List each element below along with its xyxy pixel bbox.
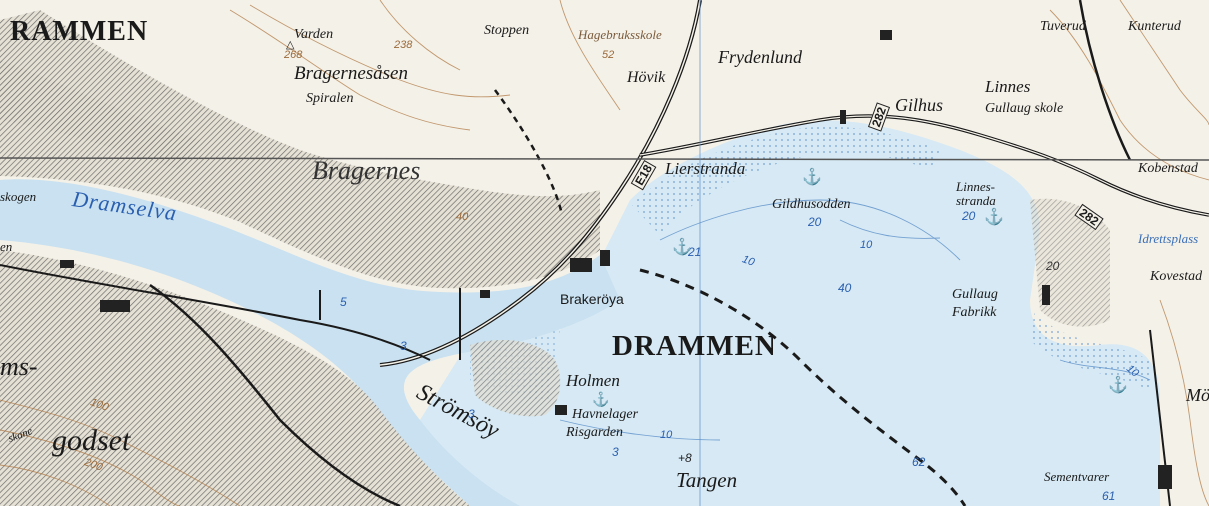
label-mo: Mö <box>1186 385 1209 405</box>
anchor-icon: ⚓ <box>672 239 692 256</box>
depth-3-a: 3 <box>400 339 407 353</box>
depth-20-a: 20 <box>808 215 822 229</box>
label-spiralen: Spiralen <box>306 91 354 106</box>
elevation-268: 268 <box>284 49 303 61</box>
label-godset: godset <box>52 424 131 457</box>
depth-21: 21 <box>688 245 702 259</box>
depth-contours <box>559 199 1151 441</box>
urban-stromso <box>0 250 470 506</box>
label-tuverud: Tuverud <box>1040 19 1086 34</box>
depth-61: 61 <box>1102 489 1116 503</box>
depth-10-b: 10 <box>860 239 873 251</box>
label-bragernes: Bragernes <box>312 156 421 185</box>
label-drammen: DRAMMEN <box>612 330 777 362</box>
buildings <box>60 30 1172 489</box>
label-gilhus: Gilhus <box>895 95 944 115</box>
fjord-water <box>420 120 1160 506</box>
label-stoppen: Stoppen <box>484 23 530 38</box>
label-havnelager: Havnelager <box>572 407 639 422</box>
depth-3-c: 3 <box>612 445 619 459</box>
label-sementvarer: Sementvarer <box>1044 469 1110 484</box>
label-rammen: RAMMEN <box>10 16 149 47</box>
urban-bragernes <box>0 10 600 289</box>
depth-5: 5 <box>340 295 347 309</box>
label-varden: Varden <box>294 27 334 42</box>
label-ms: ms- <box>0 352 38 381</box>
label-lierstranda: Lierstranda <box>665 159 746 178</box>
label-gullaug-skole: Gullaug skole <box>985 101 1064 116</box>
label-en: en <box>0 239 13 254</box>
river-dramselva <box>0 179 620 506</box>
label-frydenlund: Frydenlund <box>718 47 802 67</box>
label-linnes: Linnes <box>985 77 1031 96</box>
holmen-island <box>470 340 561 417</box>
elevation-238: 238 <box>394 39 413 51</box>
label-hovik: Hövik <box>627 69 666 86</box>
label-kobenstad: Kobenstad <box>1138 161 1198 176</box>
depth-40: 40 <box>838 281 852 295</box>
label-risgarden: Risgarden <box>566 425 624 440</box>
label-gullaug-fabrikk: Gullaug Fabrikk <box>952 287 998 320</box>
depth-20-b: 20 <box>962 209 976 223</box>
anchor-icon: ⚓ <box>802 169 822 186</box>
label-holmen: Holmen <box>566 371 620 390</box>
label-idrettsplass: Idrettsplass <box>1138 231 1199 246</box>
label-kovestad: Kovestad <box>1150 269 1203 284</box>
depth-8: +8 <box>678 451 692 465</box>
label-tangen: Tangen <box>676 468 738 492</box>
anchor-icon: ⚓ <box>1108 377 1128 394</box>
depth-10-c: 10 <box>660 429 673 441</box>
depth-20-c: 20 <box>1046 259 1060 273</box>
label-gildhusodden: Gildhusodden <box>772 197 851 212</box>
elevation-52: 52 <box>602 49 615 61</box>
anchor-icon: ⚓ <box>984 209 1004 226</box>
label-kunterud: Kunterud <box>1128 19 1181 34</box>
boundary-line <box>639 268 967 506</box>
triangulation-point-icon: △ <box>286 39 295 51</box>
label-skogen: skogen <box>0 189 37 204</box>
depth-62: 62 <box>912 455 926 469</box>
depth-3-b: 3 <box>468 407 475 421</box>
label-linnesstranda: Linnes- stranda <box>956 179 996 209</box>
contour-40: 40 <box>456 211 469 223</box>
label-brakeroya: Brakeröya <box>560 291 624 307</box>
label-bragernesasen: Bragernesåsen <box>294 63 408 84</box>
label-hagebruksskole: Hagebruksskole <box>578 27 662 42</box>
anchor-icon: ⚓ <box>592 391 610 407</box>
